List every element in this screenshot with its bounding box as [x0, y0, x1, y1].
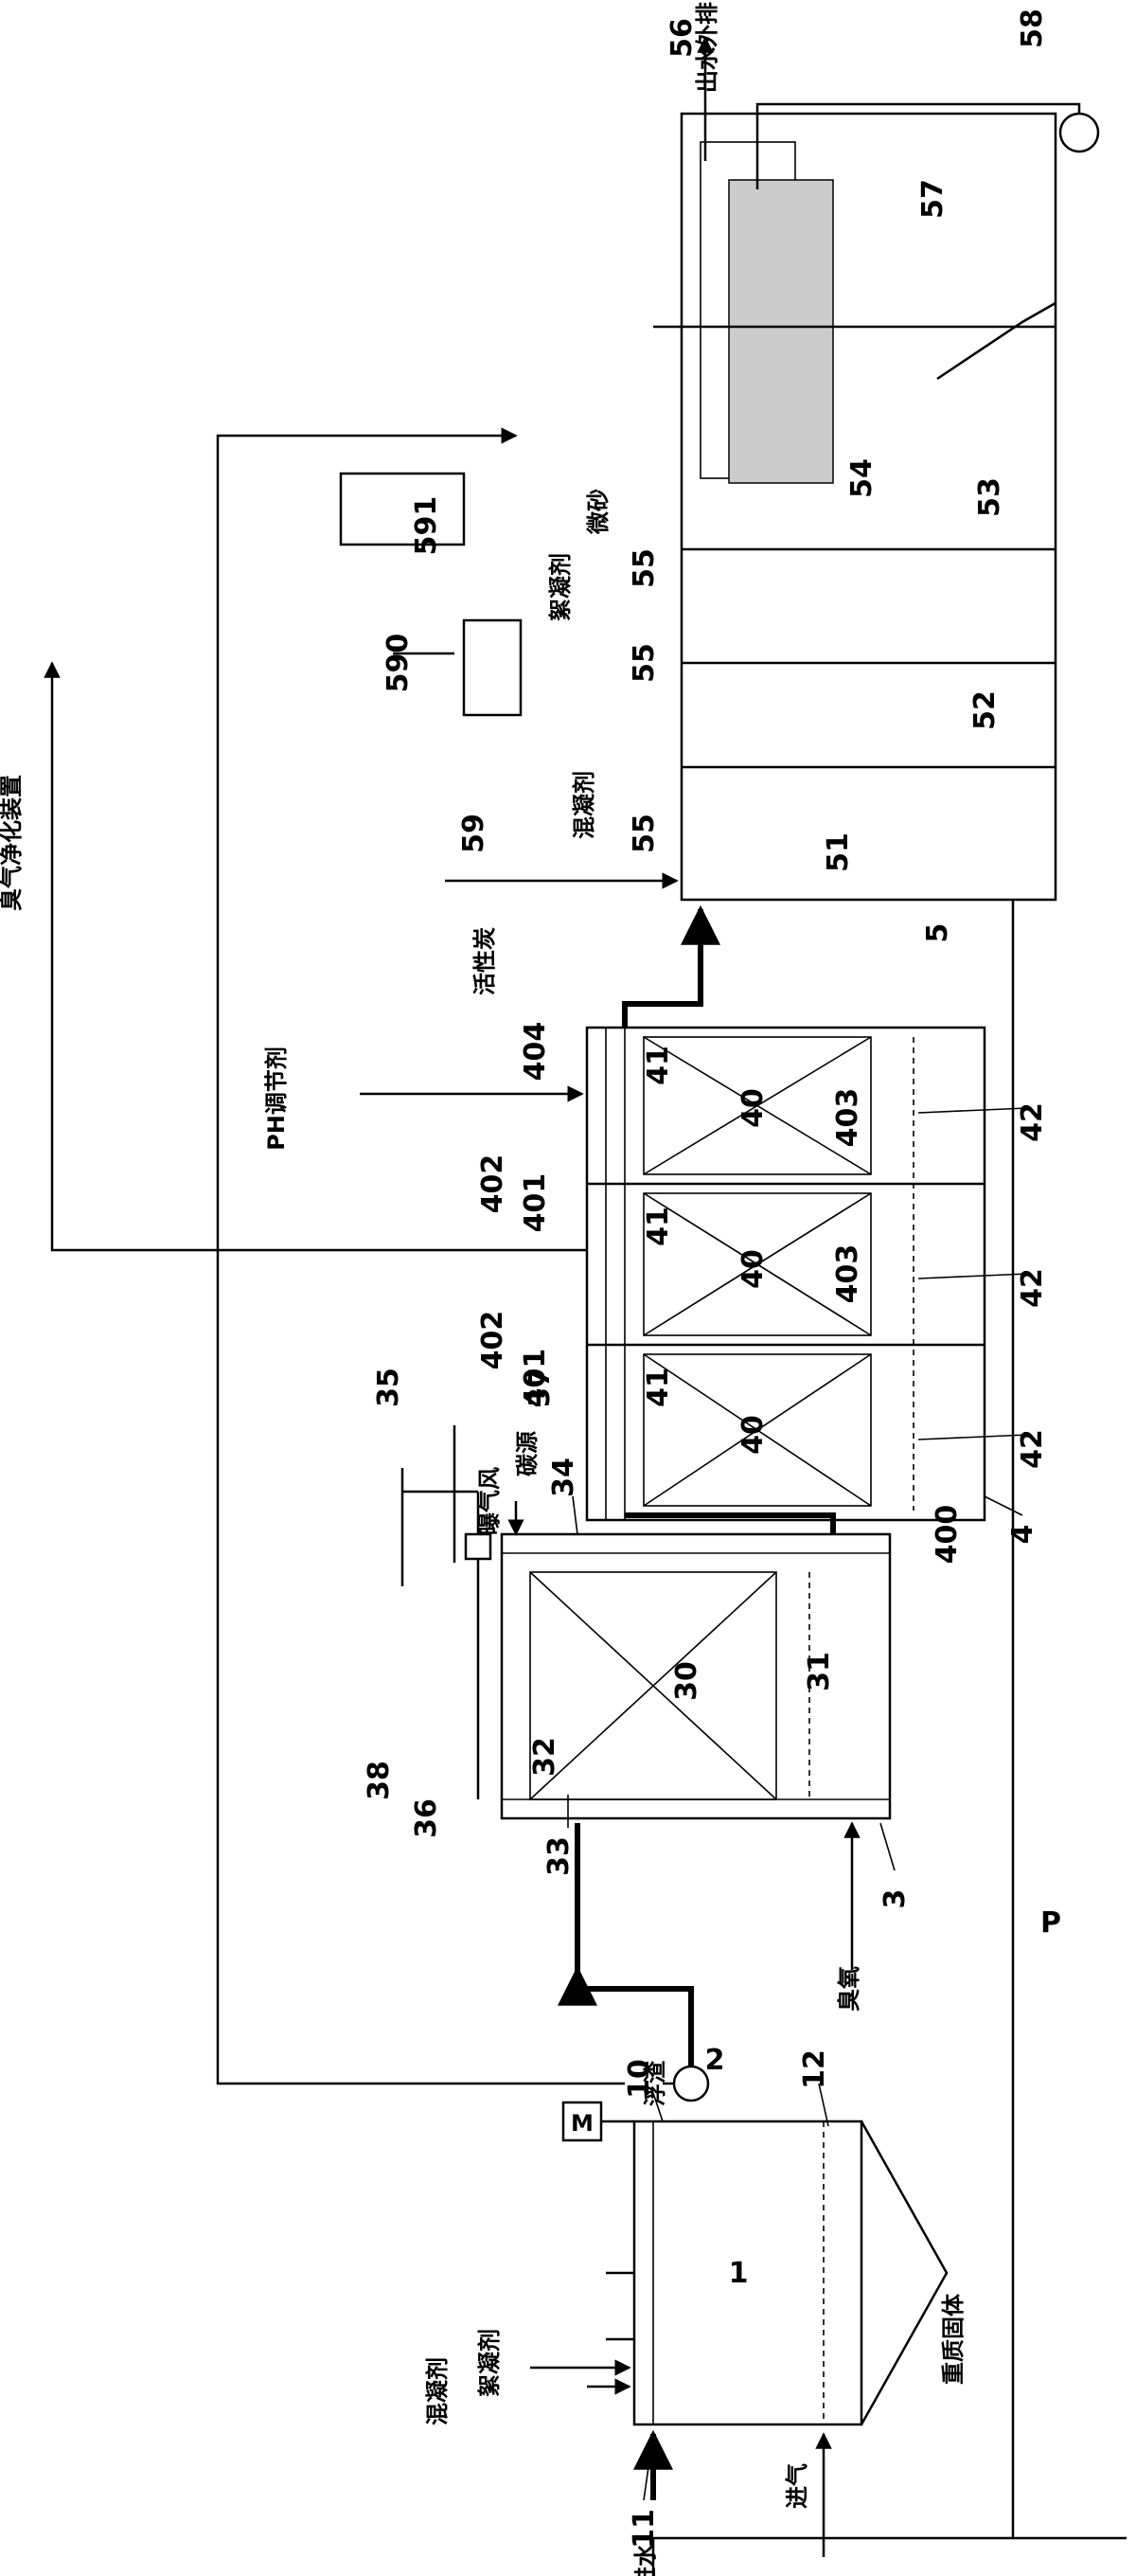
label-38: 38 — [363, 1761, 396, 1800]
label-56: 56 — [666, 18, 699, 58]
label-36: 36 — [410, 1798, 443, 1838]
label-40-b: 40 — [737, 1249, 770, 1289]
label-10: 10 — [623, 2059, 656, 2099]
label-400: 400 — [931, 1505, 964, 1565]
label-57: 57 — [916, 179, 950, 219]
label-51: 51 — [822, 832, 855, 872]
label-34: 34 — [547, 1458, 580, 1497]
pump-58 — [1058, 112, 1100, 153]
label-1: 1 — [729, 2257, 749, 2290]
label-59: 59 — [457, 814, 490, 853]
label-58: 58 — [1016, 9, 1049, 48]
label-590: 590 — [382, 634, 415, 693]
label-42-a: 42 — [1016, 1429, 1049, 1469]
label-41-b: 41 — [642, 1207, 675, 1246]
label-40-a: 40 — [737, 1415, 770, 1455]
doser-59 — [462, 618, 523, 717]
label-401-b: 401 — [519, 1173, 552, 1233]
label-35: 35 — [372, 1368, 405, 1407]
heavy-solids-label: 重质固体 — [940, 2293, 967, 2385]
activated-carbon-label: 活性炭 — [471, 927, 498, 995]
label-42-c: 42 — [1016, 1102, 1049, 1142]
ozone-label: 臭氧 — [836, 1966, 862, 2012]
label-55-a: 55 — [628, 814, 661, 853]
label-591: 591 — [410, 496, 443, 556]
label-52: 52 — [968, 690, 1002, 730]
label-55-c: 55 — [628, 548, 661, 588]
coagulant-1-label: 混凝剂 — [424, 2357, 451, 2425]
biofilter-unit-4 — [585, 1026, 986, 1522]
label-403-a: 403 — [831, 1244, 864, 1304]
label-11: 11 — [628, 2509, 661, 2549]
label-42-b: 42 — [1016, 1268, 1049, 1308]
label-53: 53 — [973, 477, 1006, 517]
aeration-air-label: 曝气风 — [476, 1467, 503, 1535]
ozone-tower-3 — [500, 1532, 892, 1820]
micro-sand-label: 微砂 — [585, 489, 612, 535]
flocculant-1-label: 絮凝剂 — [476, 2329, 503, 2397]
label-5: 5 — [921, 923, 954, 943]
ph-agent-label: PH调节剂 — [263, 1046, 290, 1151]
label-31: 31 — [803, 1652, 836, 1691]
tank-591 — [339, 472, 466, 546]
label-402-b: 402 — [476, 1154, 509, 1214]
label-41-c: 41 — [642, 1046, 675, 1085]
coagulant-2-label: 混凝剂 — [571, 771, 597, 839]
label-54: 54 — [845, 458, 879, 498]
odor-device-label: 臭气净化装置 — [0, 775, 25, 911]
motor-icon — [561, 2101, 603, 2142]
label-37: 37 — [524, 1368, 557, 1407]
label-404: 404 — [519, 1022, 552, 1082]
settling-tank-5 — [653, 112, 1057, 902]
tank-1: M — [561, 2101, 949, 2426]
label-33: 33 — [542, 1836, 576, 1876]
label-4: 4 — [1006, 1525, 1039, 1545]
label-40-c: 40 — [737, 1088, 770, 1128]
pump-2 — [558, 1965, 710, 2102]
label-32: 32 — [528, 1737, 561, 1777]
flocculant-2-label: 絮凝剂 — [547, 553, 574, 621]
label-30: 30 — [670, 1661, 703, 1701]
carbon-source-label: 碳源 — [514, 1431, 541, 1476]
inlet-water-label: 进水 — [632, 2543, 659, 2576]
outlet-label: 出水外排 — [694, 2, 720, 93]
label-41-a: 41 — [642, 1368, 675, 1407]
label-3: 3 — [879, 1889, 912, 1909]
label-2: 2 — [705, 2044, 725, 2077]
label-p: P — [1040, 1906, 1061, 1940]
label-12: 12 — [798, 2049, 831, 2089]
label-403-b: 403 — [831, 1088, 864, 1148]
inlet-air-label: 进气 — [784, 2463, 810, 2509]
motor-label: M — [571, 2110, 594, 2137]
label-55-b: 55 — [628, 643, 661, 683]
label-401-a: 401 — [519, 1349, 552, 1408]
label-402-a: 402 — [476, 1311, 509, 1370]
